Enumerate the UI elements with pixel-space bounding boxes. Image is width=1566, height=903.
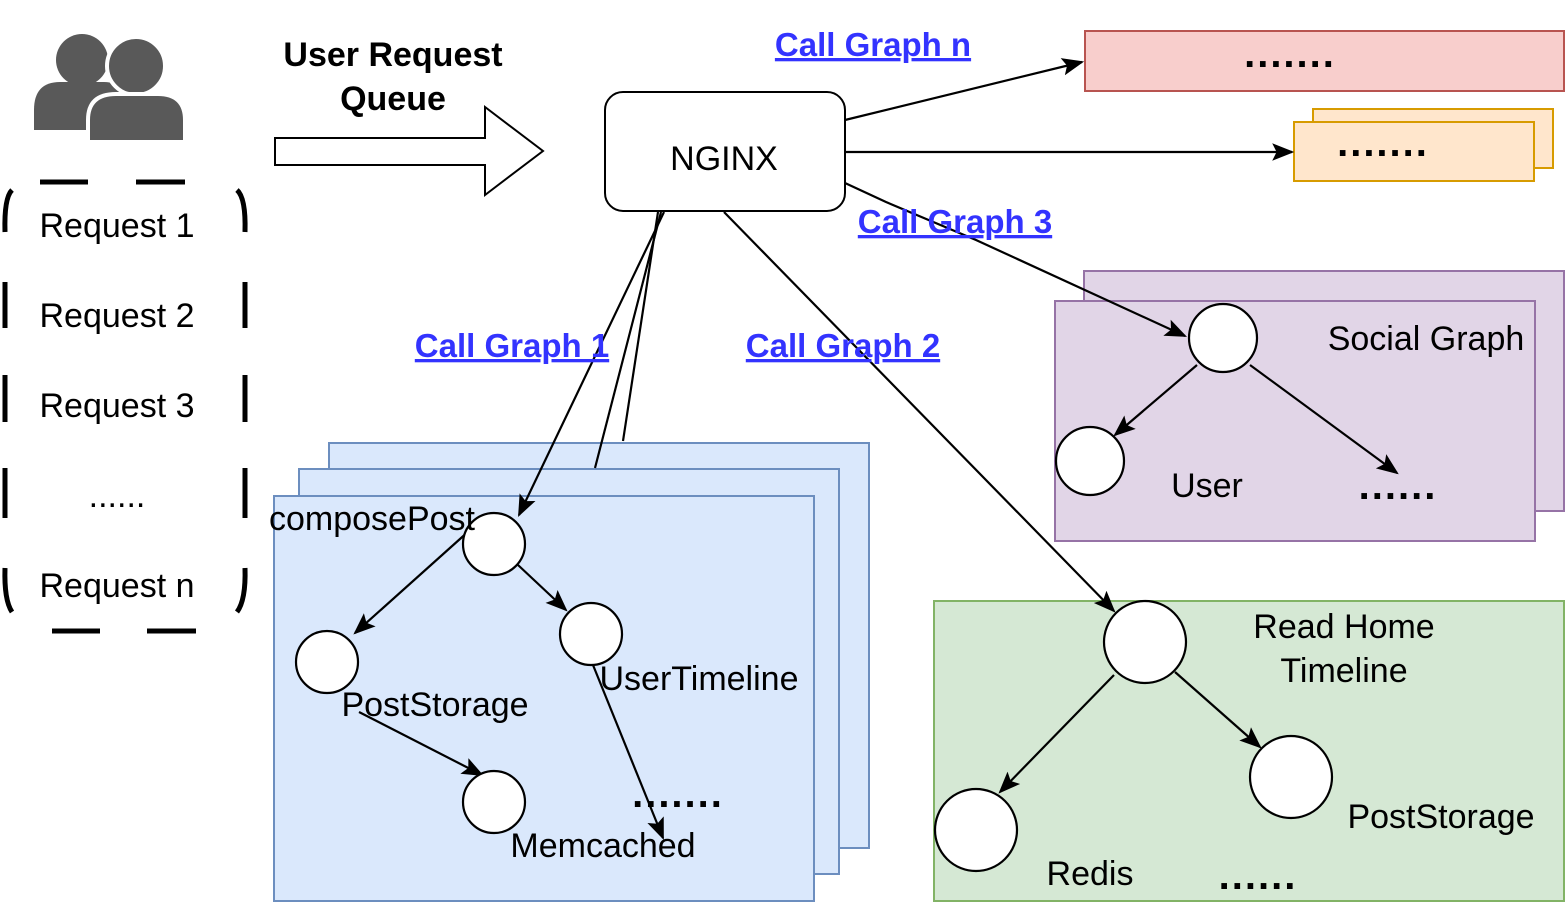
- home-timeline-title-line2: Timeline: [1280, 652, 1407, 690]
- request-item: ......: [89, 477, 146, 515]
- edge-compose-usertimeline: [517, 564, 568, 612]
- call-graph-n-link[interactable]: Call Graph n: [775, 26, 971, 63]
- graph-n-ellipsis: .......: [1244, 32, 1336, 76]
- nginx-label: NGINX: [670, 140, 778, 178]
- edge-nginx-compose: [518, 211, 665, 517]
- request-flow-arrow: [274, 104, 545, 198]
- edge-poststorage-memcached: [358, 711, 484, 777]
- queue-title-line2: Queue: [340, 80, 446, 118]
- edge-compose-poststorage: [353, 529, 471, 635]
- users-icon: [34, 34, 187, 144]
- call-graph-1-link[interactable]: Call Graph 1: [415, 327, 609, 364]
- request-item: Request 2: [40, 297, 195, 335]
- graph-other-box: [1293, 121, 1535, 182]
- request-item: Request n: [40, 567, 195, 605]
- edge-home-poststorage: [1174, 671, 1262, 749]
- label-home-poststorage: PostStorage: [1347, 798, 1534, 836]
- graph-n-box: [1084, 30, 1565, 92]
- label-user: User: [1171, 467, 1243, 505]
- request-queue-frame: [2, 179, 248, 634]
- edge-nginx-compose-back1: [593, 211, 663, 469]
- node-composepost: [461, 511, 527, 577]
- edge-nginx-home: [723, 211, 1116, 613]
- compose-box: [273, 495, 815, 902]
- edge-usertimeline-more: [591, 664, 665, 841]
- edge-home-redis: [998, 674, 1115, 794]
- label-redis: Redis: [1047, 855, 1134, 893]
- compose-ellipsis: .......: [632, 772, 724, 816]
- edge-social-more: [1249, 364, 1399, 475]
- edge-nginx-graph-n: [844, 58, 1085, 122]
- social-ellipsis: ......: [1359, 464, 1438, 508]
- request-item: Request 1: [40, 207, 195, 245]
- node-redis: [933, 787, 1019, 873]
- node-social-root: [1187, 302, 1259, 374]
- node-user: [1054, 425, 1126, 497]
- queue-title-line1: User Request: [283, 36, 502, 74]
- node-poststorage: [294, 629, 360, 695]
- label-usertimeline: UserTimeline: [599, 660, 798, 698]
- social-graph-title: Social Graph: [1328, 320, 1525, 358]
- node-home-poststorage: [1248, 734, 1334, 820]
- label-poststorage: PostStorage: [341, 686, 528, 724]
- label-memcached: Memcached: [510, 827, 695, 865]
- label-composepost: composePost: [269, 500, 476, 538]
- home-ellipsis: ......: [1219, 854, 1298, 898]
- request-item: Request 3: [40, 387, 195, 425]
- graph-other-ellipsis: .......: [1337, 121, 1429, 165]
- node-usertimeline: [558, 601, 624, 667]
- edge-nginx-social: [844, 182, 1187, 337]
- call-graph-2-link[interactable]: Call Graph 2: [746, 327, 940, 364]
- node-home-root: [1102, 599, 1188, 685]
- edge-nginx-compose-back2: [621, 211, 660, 442]
- edge-social-user: [1113, 364, 1198, 437]
- node-memcached: [461, 769, 527, 835]
- call-graph-3-link[interactable]: Call Graph 3: [858, 203, 1052, 240]
- home-timeline-title-line1: Read Home: [1253, 608, 1434, 646]
